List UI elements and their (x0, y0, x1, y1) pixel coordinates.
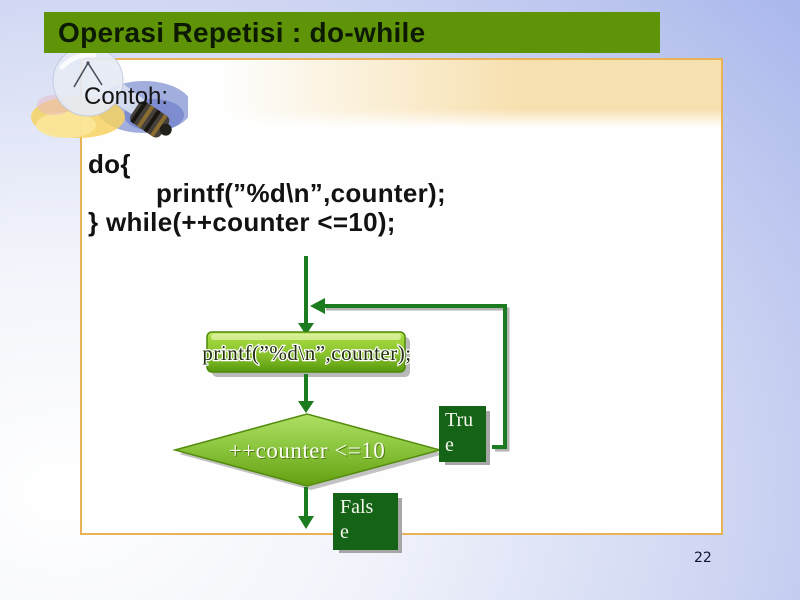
false-label: False (340, 496, 374, 543)
subtitle-label: Contoh: (84, 83, 169, 110)
panel-top-gradient (82, 60, 721, 128)
true-label: True (445, 409, 474, 456)
page-title: Operasi Repetisi : do-while (58, 16, 426, 48)
false-badge: False (333, 493, 398, 550)
code-line-3: } while(++counter <=10); (88, 207, 396, 237)
title-bar: Operasi Repetisi : do-while (44, 12, 660, 53)
code-line-2: printf(”%d\n”,counter); (156, 178, 446, 208)
code-line-1: do{ (88, 149, 131, 179)
true-badge: True (439, 406, 486, 462)
code-block: do{ printf(”%d\n”,counter); } while(++co… (88, 150, 446, 237)
lightbulb-icon (31, 45, 188, 138)
page-number: 22 (694, 550, 712, 566)
